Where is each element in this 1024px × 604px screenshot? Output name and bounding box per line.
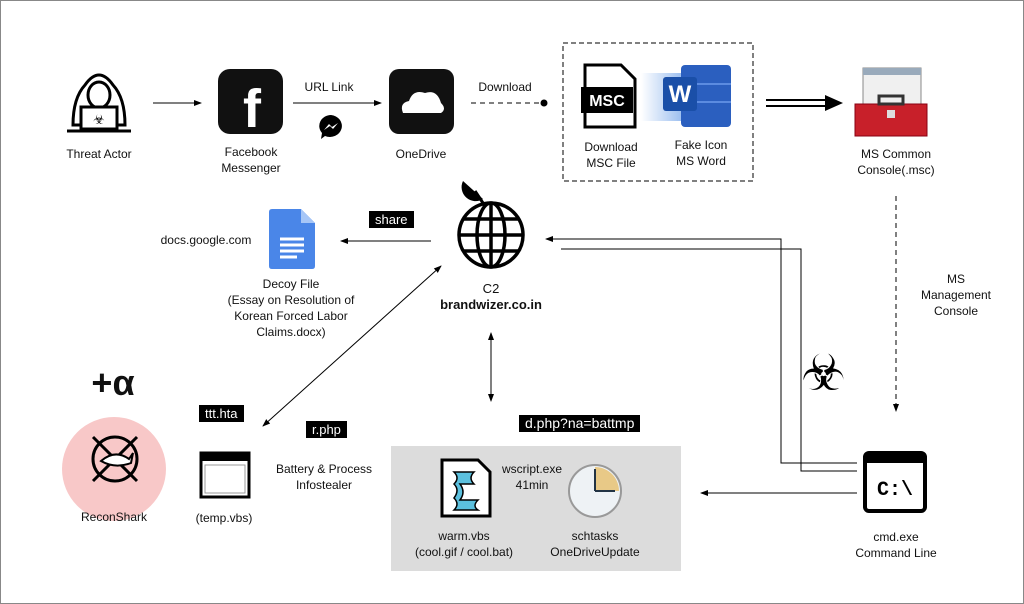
url-link-label: URL Link <box>304 80 354 94</box>
msc-file-icon: MSC <box>581 63 637 129</box>
ttt-hta-tag: ttt.hta <box>199 405 244 422</box>
d-php-tag: d.php?na=battmp <box>519 415 641 432</box>
facebook-icon: f <box>218 69 283 134</box>
cmd-icon: C:\ <box>863 451 927 513</box>
onedrive-label: OneDrive <box>395 147 447 161</box>
reconshark-label: ReconShark <box>80 510 148 524</box>
svg-text:W: W <box>669 81 692 108</box>
reconshark-circle <box>62 417 166 521</box>
arrow-c2-temp <box>262 265 442 427</box>
reconshark-no-shark-icon <box>91 435 139 483</box>
svg-text:f: f <box>243 79 262 134</box>
clock-icon <box>568 464 622 518</box>
word-icon: W <box>641 65 731 127</box>
download-label: Download <box>478 80 532 94</box>
plus-alpha-label: +α <box>91 362 135 403</box>
hacker-icon: ☣ <box>67 73 131 133</box>
r-php-tag: r.php <box>306 421 347 438</box>
c2-globe-icon <box>457 181 525 269</box>
window-script-icon <box>199 451 251 499</box>
messenger-icon <box>319 115 342 139</box>
svg-text:C:\: C:\ <box>877 479 913 502</box>
share-tag: share <box>369 211 414 228</box>
temp-vbs-label: (temp.vbs) <box>195 511 253 525</box>
warm-vbs-label: warm.vbs(cool.gif / cool.bat) <box>414 529 514 559</box>
threat-actor-label: Threat Actor <box>66 147 132 161</box>
ms-console-toolbox-icon <box>854 67 928 137</box>
arrow-cmd-c2 <box>545 236 857 464</box>
onedrive-icon <box>389 69 454 134</box>
vbs-script-icon <box>440 458 492 518</box>
docs-google-label: docs.google.com <box>160 233 252 247</box>
svg-text:☣: ☣ <box>93 112 105 127</box>
svg-text:MSC: MSC <box>589 93 625 110</box>
payload-panel <box>391 446 681 571</box>
biohazard-icon: ☣ <box>801 345 846 401</box>
msc-dashed-box <box>562 42 754 182</box>
google-docs-icon <box>269 209 315 269</box>
